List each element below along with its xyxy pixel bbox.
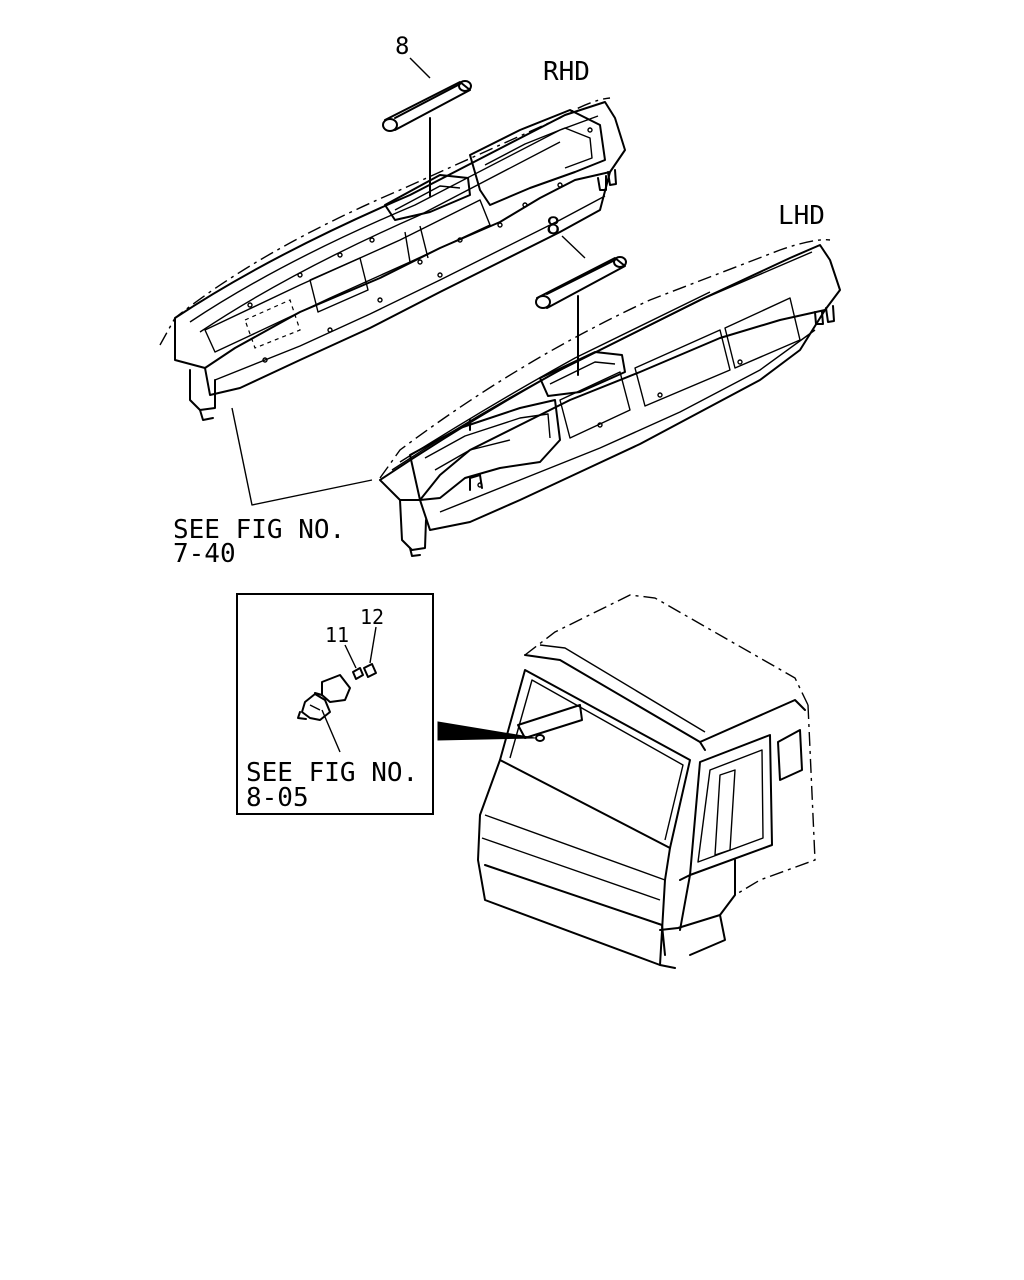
label-lhd: LHD — [778, 201, 825, 231]
see-fig-7-40-line1: SEE FIG NO. — [173, 515, 345, 545]
detail-inset — [236, 593, 434, 815]
see-fig-7-40-leader — [231, 407, 373, 506]
truck-cab — [477, 594, 816, 969]
part-8-rhd-lamp — [382, 57, 472, 197]
label-rhd: RHD — [543, 57, 590, 87]
callout-part-8-lhd: 8 — [546, 212, 560, 240]
callout-part-12: 12 — [360, 605, 384, 629]
rhd-instrument-panel — [159, 97, 626, 421]
callout-part-8-rhd: 8 — [395, 32, 409, 60]
part-8-lhd-lamp — [535, 235, 627, 376]
see-fig-8-05-line2: 8-05 — [246, 783, 309, 813]
see-fig-8-05-line1: SEE FIG NO. — [246, 758, 418, 788]
see-fig-7-40-line2: 7-40 — [173, 539, 236, 569]
lhd-instrument-panel — [379, 239, 841, 557]
callout-part-11: 11 — [325, 623, 349, 647]
detail-pointer-arrow — [437, 721, 536, 741]
